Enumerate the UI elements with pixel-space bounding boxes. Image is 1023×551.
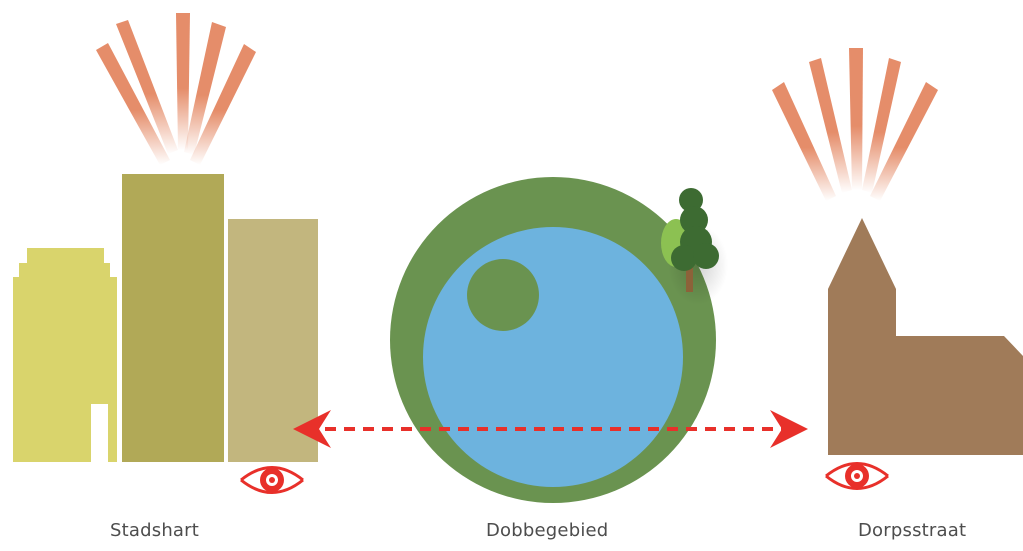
double-arrow-icon xyxy=(293,410,808,448)
label-dobbegebied: Dobbegebied xyxy=(486,520,609,541)
church-building xyxy=(828,218,1023,455)
building-left xyxy=(13,248,117,462)
light-rays-icon xyxy=(96,13,256,165)
building-right xyxy=(228,219,318,462)
island-circle xyxy=(467,259,539,331)
building-tall xyxy=(122,174,224,462)
eye-icon xyxy=(825,462,889,490)
pond-circle xyxy=(423,227,683,487)
tree-icon xyxy=(661,188,728,305)
label-dorpsstraat: Dorpsstraat xyxy=(858,520,967,541)
city-buildings xyxy=(13,174,318,462)
eye-icon xyxy=(240,466,304,494)
light-rays-icon xyxy=(772,48,938,201)
label-stadshart: Stadshart xyxy=(110,520,200,541)
park-area xyxy=(390,177,716,503)
